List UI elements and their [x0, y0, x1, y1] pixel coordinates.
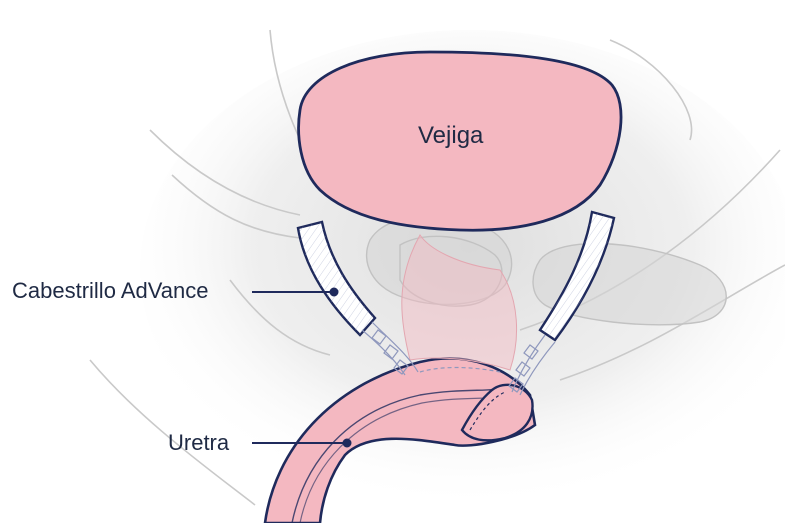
urethra-leader-dot	[344, 440, 351, 447]
sling-leader-dot	[331, 289, 338, 296]
bladder-label: Vejiga	[418, 124, 483, 148]
sling-label: Cabestrillo AdVance	[12, 280, 209, 302]
urethra-label: Uretra	[168, 432, 229, 454]
